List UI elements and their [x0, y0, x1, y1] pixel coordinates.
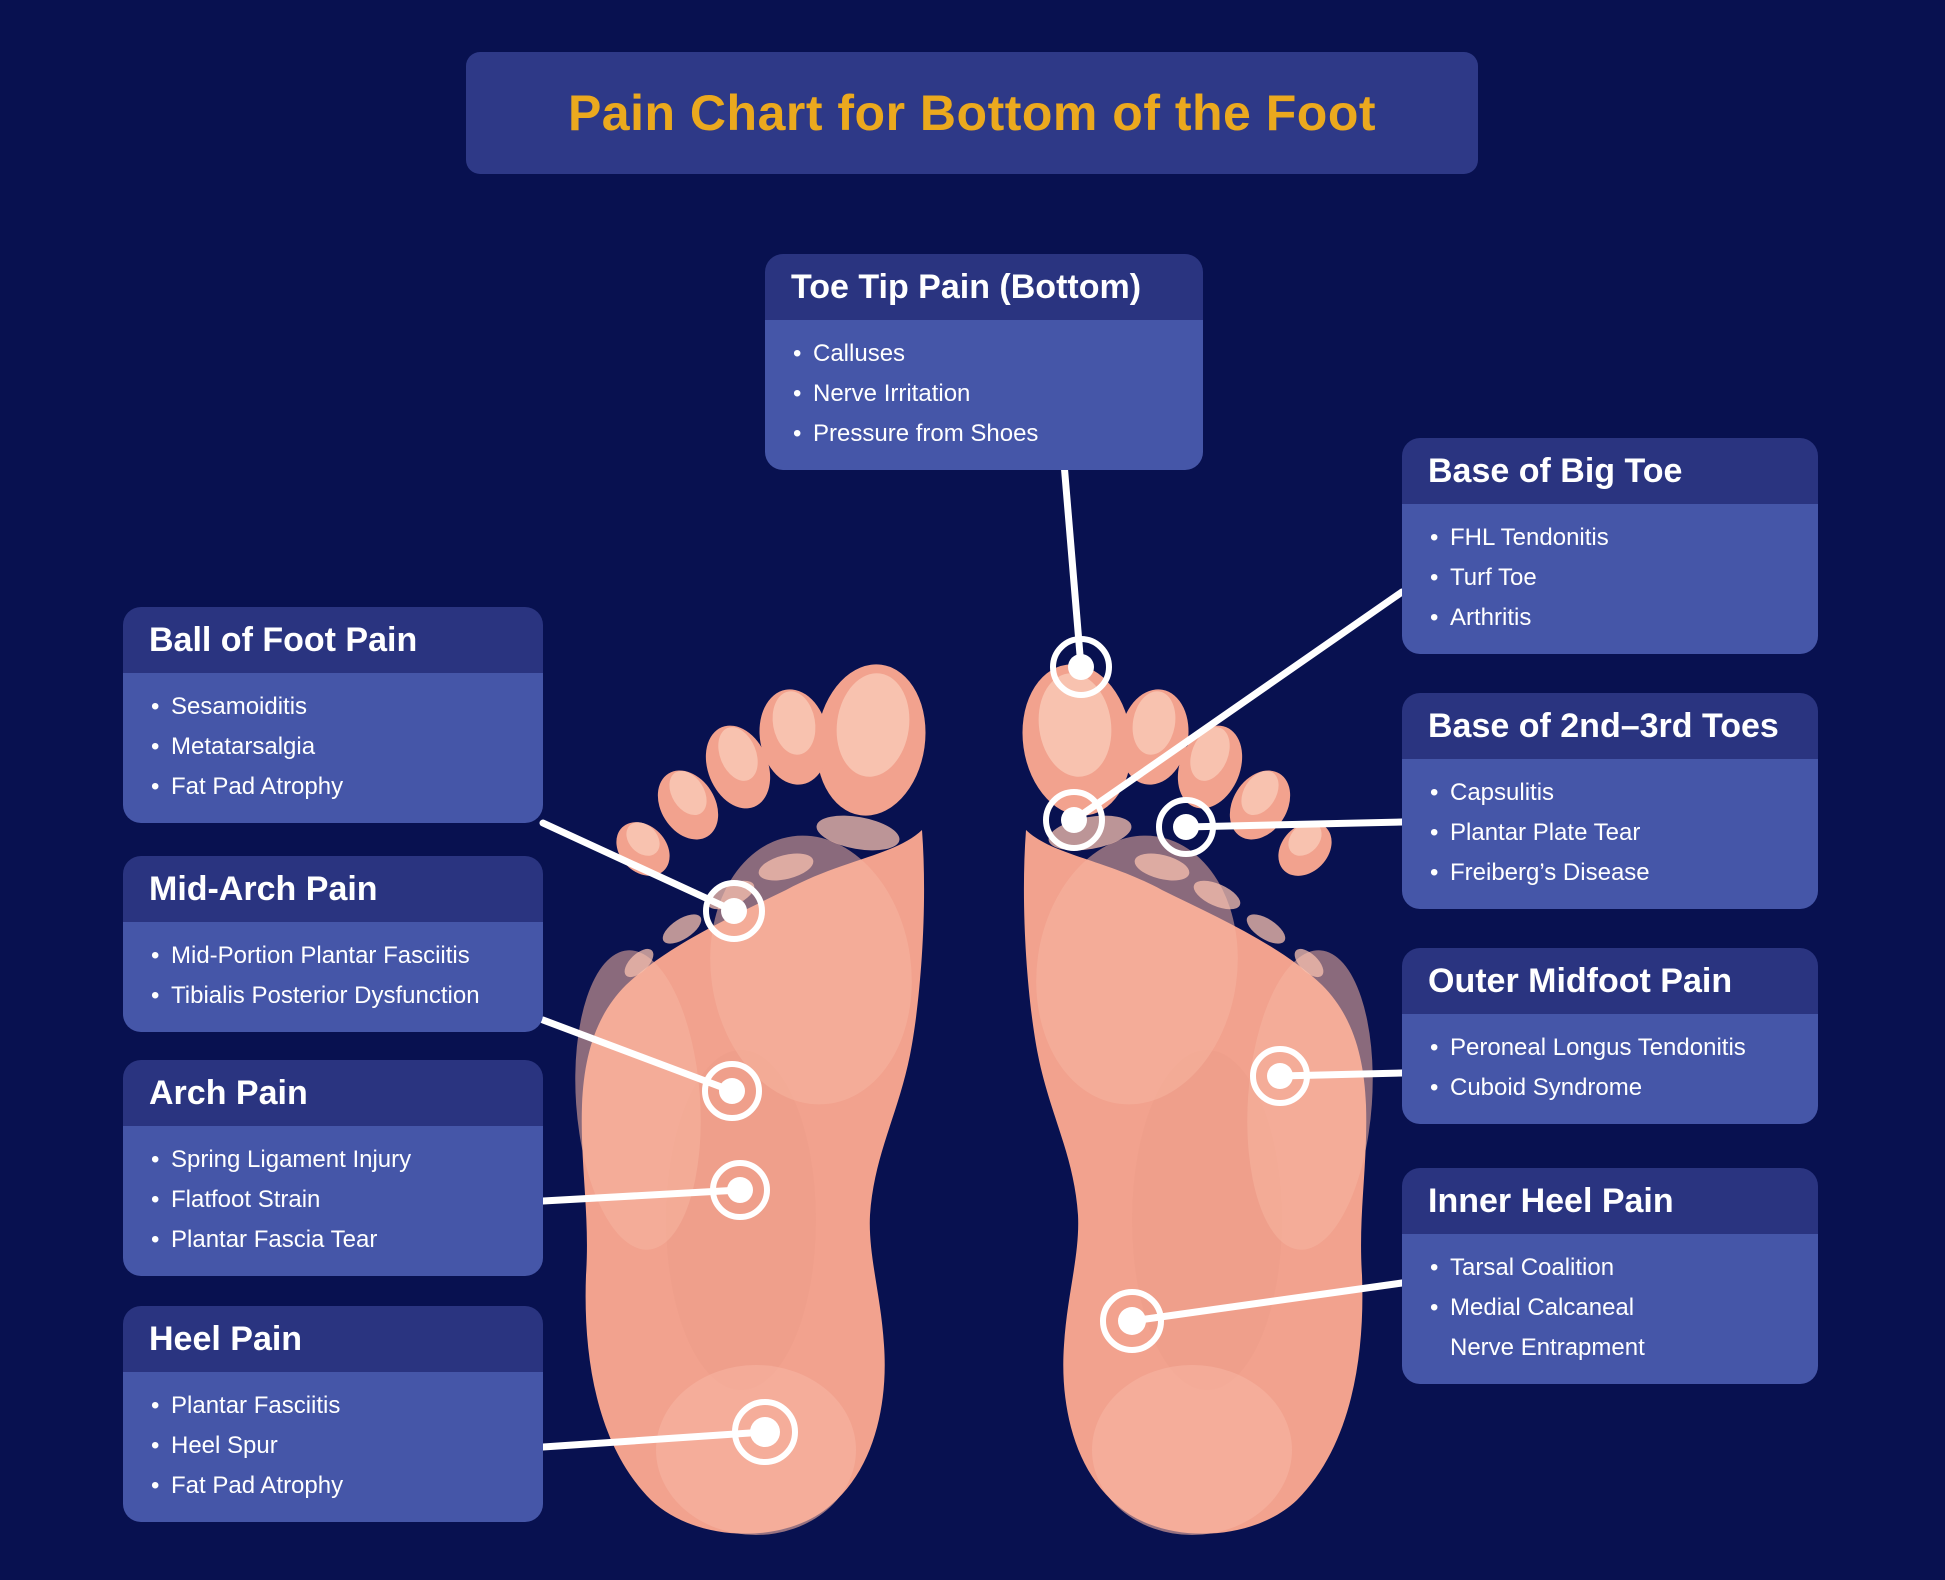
marker-base-of-2nd-3rd-toes: [1156, 797, 1216, 857]
callout-title: Heel Pain: [123, 1306, 543, 1372]
callout-list: Sesamoiditis Metatarsalgia Fat Pad Atrop…: [123, 673, 543, 823]
list-item: Cuboid Syndrome: [1428, 1068, 1808, 1108]
page-title: Pain Chart for Bottom of the Foot: [567, 85, 1377, 141]
callout-title: Base of 2nd–3rd Toes: [1402, 693, 1818, 759]
list-item: FHL Tendonitis: [1428, 518, 1808, 558]
callout-list: Tarsal Coalition Medial Calcaneal Nerve …: [1402, 1234, 1818, 1384]
right-foot-illustration: [1012, 657, 1383, 1535]
list-item: Plantar Fascia Tear: [149, 1220, 533, 1260]
list-item: Fat Pad Atrophy: [149, 767, 533, 807]
callout-list: FHL Tendonitis Turf Toe Arthritis: [1402, 504, 1818, 654]
callout-ball-of-foot-pain: Ball of Foot Pain Sesamoiditis Metatarsa…: [123, 607, 543, 823]
connector-ball-of-foot: [539, 819, 738, 915]
connector-base-of-2nd-3rd-toes: [1182, 818, 1406, 831]
callout-title: Arch Pain: [123, 1060, 543, 1126]
list-item: Sesamoiditis: [149, 687, 533, 727]
connector-inner-heel: [1128, 1279, 1406, 1325]
list-item: Turf Toe: [1428, 558, 1808, 598]
callout-list: Mid-Portion Plantar Fasciitis Tibialis P…: [123, 922, 543, 1032]
list-item: Freiberg’s Disease: [1428, 853, 1808, 893]
callout-list: Calluses Nerve Irritation Pressure from …: [765, 320, 1203, 470]
callout-base-of-2nd-3rd-toes: Base of 2nd–3rd Toes Capsulitis Plantar …: [1402, 693, 1818, 909]
callout-list: Spring Ligament Injury Flatfoot Strain P…: [123, 1126, 543, 1276]
callout-arch-pain: Arch Pain Spring Ligament Injury Flatfoo…: [123, 1060, 543, 1276]
list-item: Flatfoot Strain: [149, 1180, 533, 1220]
marker-ball-of-foot: [703, 880, 765, 942]
title-panel: Pain Chart for Bottom of the Foot: [466, 52, 1478, 174]
marker-toe-tip: [1050, 636, 1112, 698]
callout-list: Plantar Fasciitis Heel Spur Fat Pad Atro…: [123, 1372, 543, 1522]
callout-title: Ball of Foot Pain: [123, 607, 543, 673]
marker-outer-midfoot: [1250, 1046, 1310, 1106]
list-item: Nerve Irritation: [791, 374, 1193, 414]
callout-title: Inner Heel Pain: [1402, 1168, 1818, 1234]
list-item: Tarsal Coalition: [1428, 1248, 1808, 1288]
list-item: Capsulitis: [1428, 773, 1808, 813]
marker-base-of-big-toe: [1043, 789, 1105, 851]
list-item: Plantar Fasciitis: [149, 1386, 533, 1426]
callout-list: Capsulitis Plantar Plate Tear Freiberg’s…: [1402, 759, 1818, 909]
list-item: Fat Pad Atrophy: [149, 1466, 533, 1506]
connector-arch: [539, 1186, 744, 1205]
callout-title: Toe Tip Pain (Bottom): [765, 254, 1203, 320]
connector-toe-tip: [1060, 459, 1085, 671]
list-item: Pressure from Shoes: [791, 414, 1193, 454]
connector-mid-arch: [539, 1016, 736, 1095]
list-item: Medial Calcaneal Nerve Entrapment: [1428, 1288, 1808, 1368]
marker-heel: [732, 1399, 798, 1465]
callout-list: Peroneal Longus Tendonitis Cuboid Syndro…: [1402, 1014, 1818, 1124]
list-item: Spring Ligament Injury: [149, 1140, 533, 1180]
callout-title: Mid-Arch Pain: [123, 856, 543, 922]
callout-base-of-big-toe: Base of Big Toe FHL Tendonitis Turf Toe …: [1402, 438, 1818, 654]
list-item: Metatarsalgia: [149, 727, 533, 767]
callout-mid-arch-pain: Mid-Arch Pain Mid-Portion Plantar Fascii…: [123, 856, 543, 1032]
callout-heel-pain: Heel Pain Plantar Fasciitis Heel Spur Fa…: [123, 1306, 543, 1522]
connector-outer-midfoot: [1276, 1069, 1406, 1080]
callout-title: Outer Midfoot Pain: [1402, 948, 1818, 1014]
callout-toe-tip-pain: Toe Tip Pain (Bottom) Calluses Nerve Irr…: [765, 254, 1203, 470]
list-item: Mid-Portion Plantar Fasciitis: [149, 936, 533, 976]
list-item: Arthritis: [1428, 598, 1808, 638]
list-item: Calluses: [791, 334, 1193, 374]
list-item: Plantar Plate Tear: [1428, 813, 1808, 853]
list-item: Heel Spur: [149, 1426, 533, 1466]
marker-arch: [710, 1160, 770, 1220]
list-item: Tibialis Posterior Dysfunction: [149, 976, 533, 1016]
list-item: Peroneal Longus Tendonitis: [1428, 1028, 1808, 1068]
connector-heel: [539, 1428, 769, 1451]
callout-outer-midfoot-pain: Outer Midfoot Pain Peroneal Longus Tendo…: [1402, 948, 1818, 1124]
marker-inner-heel: [1100, 1289, 1164, 1353]
marker-mid-arch: [702, 1061, 762, 1121]
connector-base-of-big-toe: [1070, 588, 1406, 824]
callout-inner-heel-pain: Inner Heel Pain Tarsal Coalition Medial …: [1402, 1168, 1818, 1384]
callout-title: Base of Big Toe: [1402, 438, 1818, 504]
